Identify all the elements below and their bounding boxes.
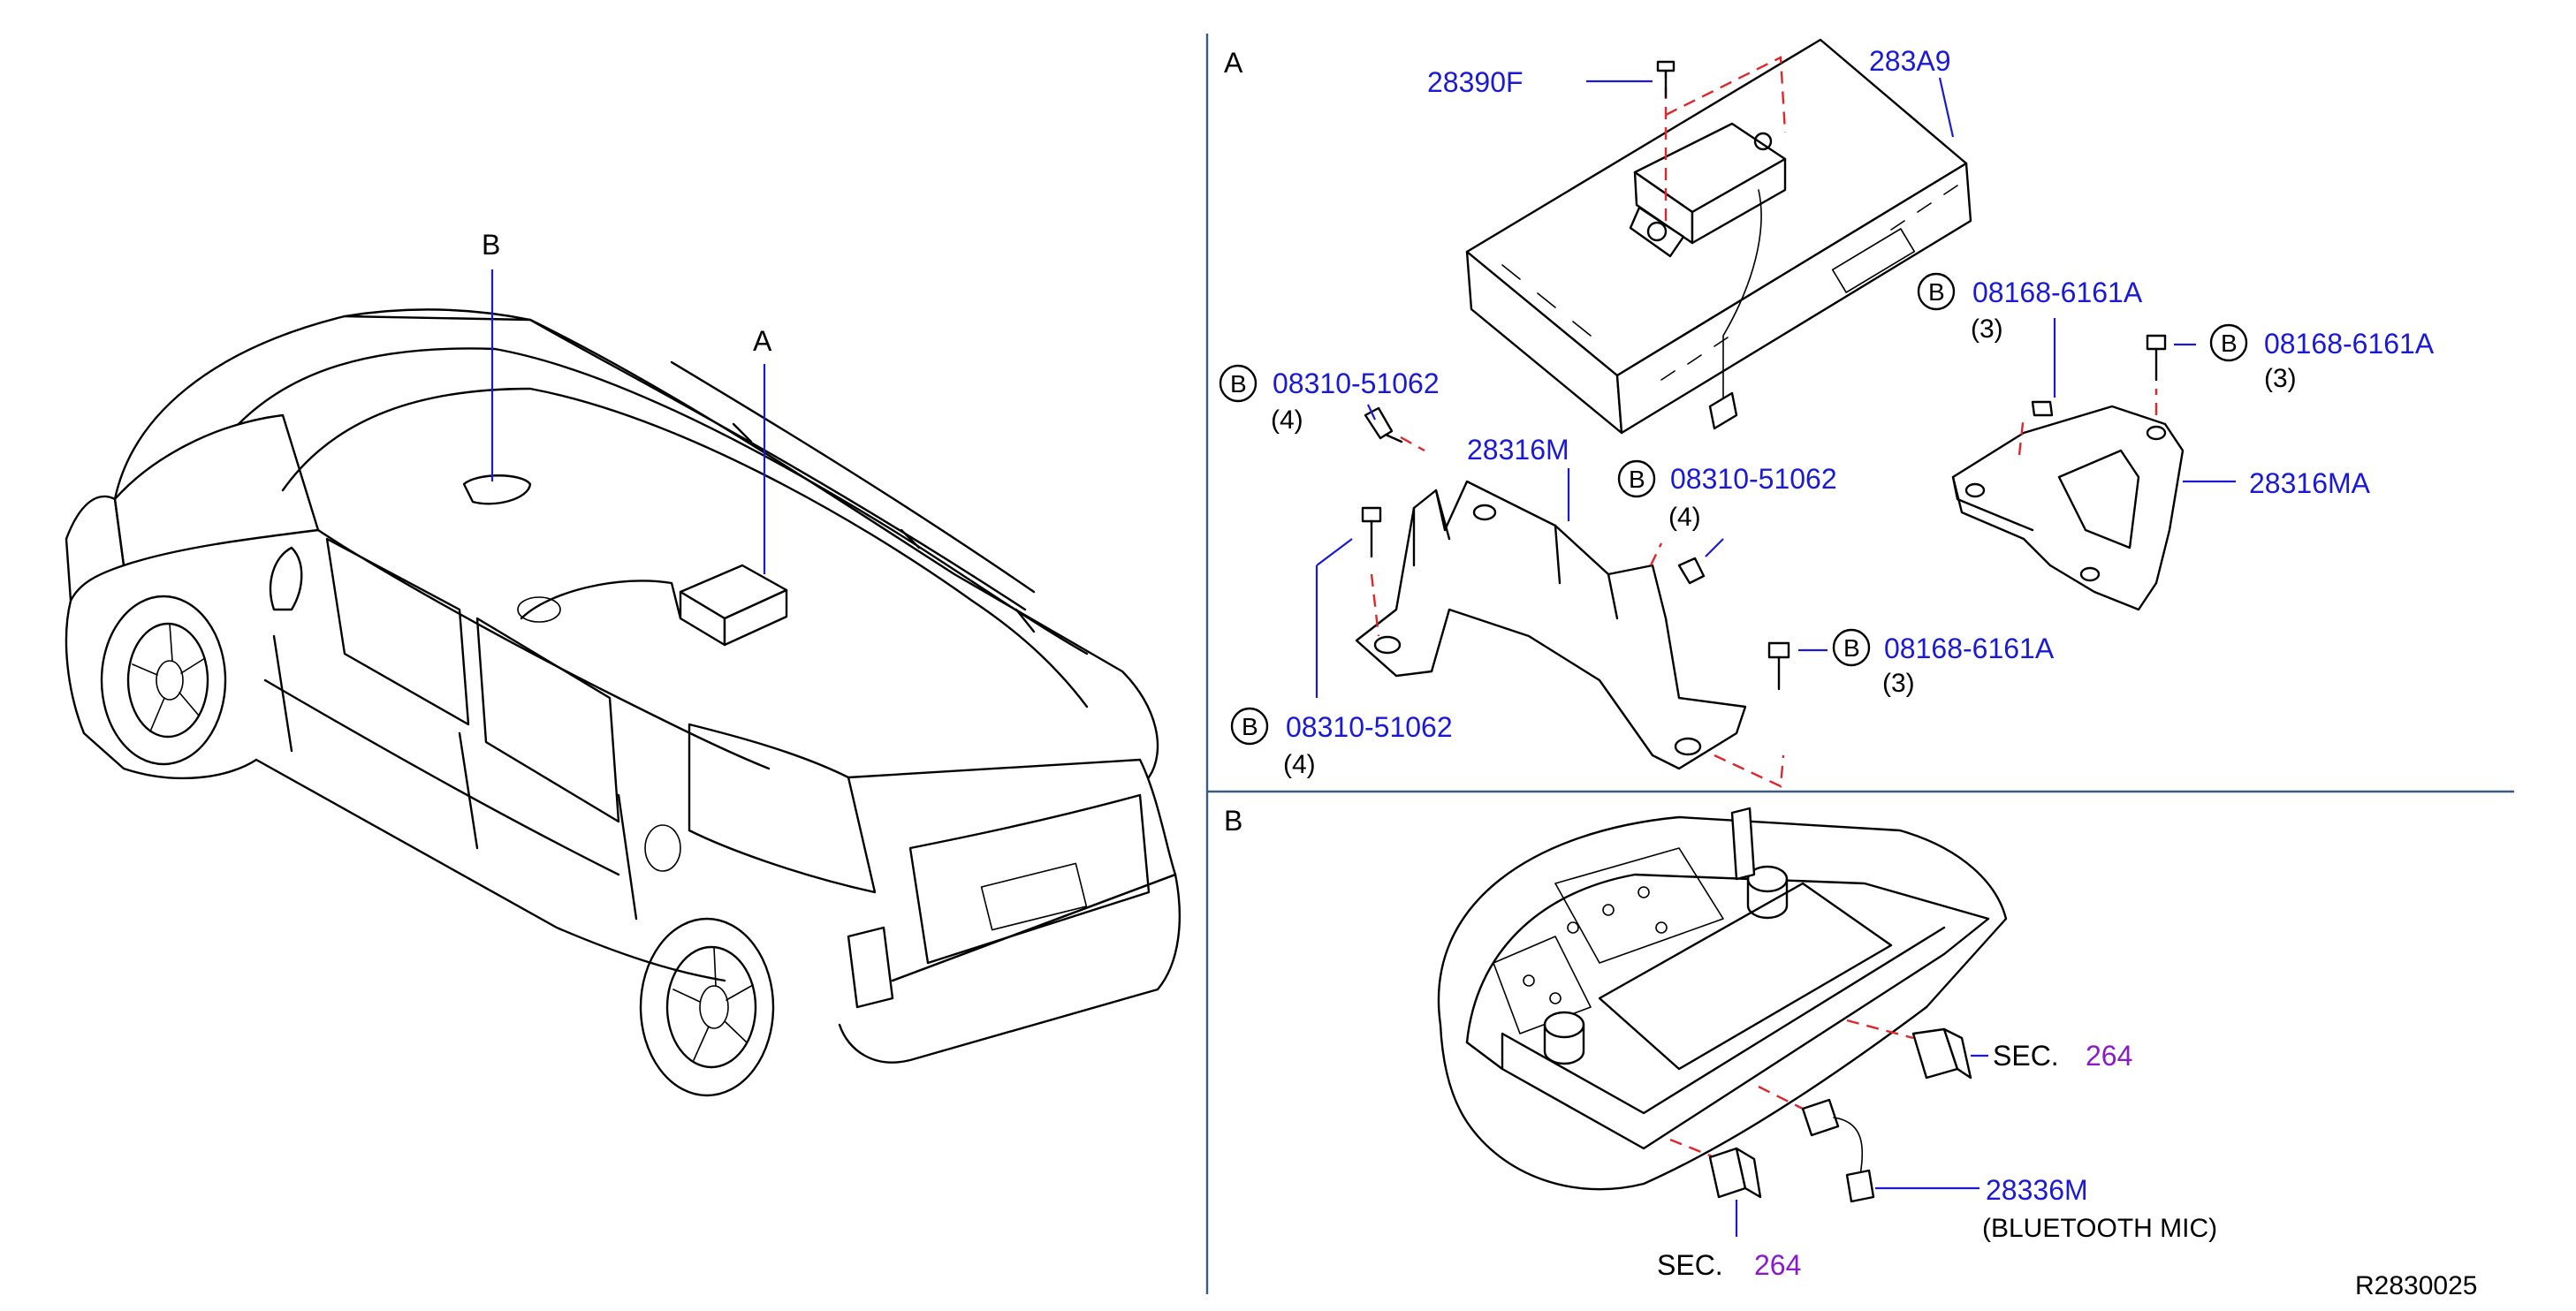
- circle-letter-3: B: [1928, 278, 1945, 306]
- fastener-code-2: 08310-51062: [1670, 463, 1837, 495]
- bracket-screws: [1361, 406, 1790, 691]
- circle-letter-6: B: [1242, 713, 1258, 740]
- section-number-a: 264: [2086, 1040, 2132, 1072]
- section-number-b: 264: [1754, 1249, 1801, 1281]
- connector-28336m: [1801, 1098, 1875, 1203]
- fastener-code-4: 08168-6161A: [2264, 328, 2435, 360]
- roof-console: [1437, 807, 2008, 1191]
- bracket-28316m: [1355, 480, 1747, 770]
- fastener-code-3: 08168-6161A: [1972, 277, 2143, 308]
- section-label-b: SEC.: [1657, 1249, 1723, 1281]
- view-a-label: A: [1224, 47, 1243, 79]
- screw-28390f: [1586, 60, 1676, 99]
- view-b-label: B: [1224, 805, 1242, 837]
- bracket-ma-screws: [2031, 334, 2167, 417]
- fastener-qty-3: (3): [1971, 314, 2003, 344]
- panel-dividers: [1205, 34, 2514, 1294]
- circle-letter-1: B: [1230, 370, 1247, 398]
- part-28390f: 28390F: [1427, 66, 1524, 98]
- connector-sec-264-a: [1911, 1027, 1972, 1080]
- fastener-code-6: 08310-51062: [1286, 711, 1453, 743]
- fastener-qty-1: (4): [1271, 405, 1303, 435]
- fastener-qty-4: (3): [2264, 364, 2297, 393]
- bracket-28316ma: [1951, 405, 2185, 611]
- part-28316ma: 28316MA: [2249, 467, 2371, 499]
- fastener-qty-6: (4): [1283, 750, 1316, 779]
- bluetooth-mic-label: (BLUETOOTH MIC): [1982, 1214, 2217, 1243]
- section-label-a: SEC.: [1993, 1040, 2059, 1072]
- connector-sec-264-b: [1708, 1147, 1762, 1199]
- vehicle-label-b: B: [482, 229, 500, 261]
- circle-letter-5: B: [1843, 634, 1860, 662]
- fastener-code-5: 08168-6161A: [1884, 633, 2055, 664]
- fastener-qty-2: (4): [1668, 503, 1701, 532]
- vehicle-label-a: A: [753, 325, 772, 357]
- circle-letter-4: B: [2221, 330, 2238, 357]
- circle-letter-2: B: [1629, 466, 1645, 493]
- diagram-code: R2830025: [2355, 1271, 2477, 1300]
- telematics-unit: [1465, 38, 1972, 435]
- circle-b-markers: [1219, 272, 2248, 746]
- fastener-qty-5: (3): [1882, 669, 1915, 698]
- part-283a9: 283A9: [1869, 45, 1951, 77]
- part-28336m: 28336M: [1986, 1174, 2088, 1206]
- fastener-code-1: 08310-51062: [1273, 368, 1440, 399]
- vehicle-illustration: [65, 269, 1182, 1097]
- part-28316m: 28316M: [1467, 434, 1569, 466]
